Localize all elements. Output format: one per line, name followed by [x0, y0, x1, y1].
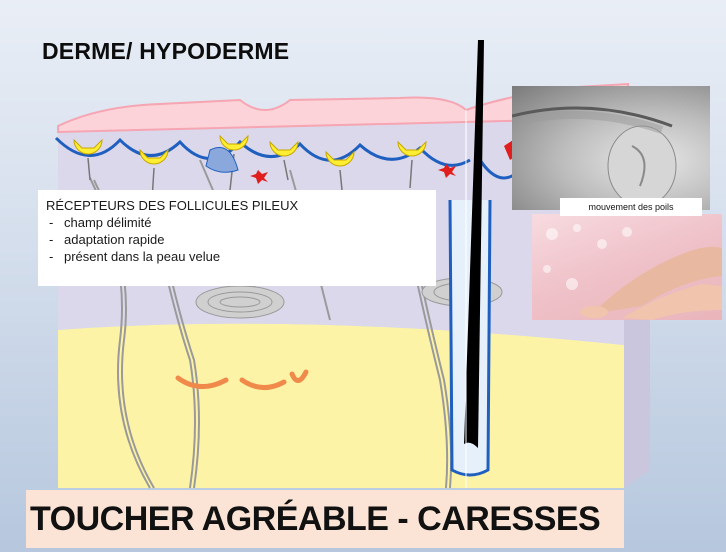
info-item: champ délimité: [46, 214, 428, 231]
info-list: champ délimité adaptation rapide présent…: [46, 214, 428, 265]
photo-legs-caress: [532, 214, 722, 320]
info-heading: RÉCEPTEURS DES FOLLICULES PILEUX: [46, 197, 428, 214]
info-item: présent dans la peau velue: [46, 248, 428, 265]
ear-illustration: [512, 86, 710, 210]
photo-caption: mouvement des poils: [560, 198, 702, 216]
slide-title: DERME/ HYPODERME: [42, 38, 289, 65]
hypodermis-layer: [58, 324, 624, 488]
bottom-title: TOUCHER AGRÉABLE - CARESSES: [30, 500, 600, 539]
info-item: adaptation rapide: [46, 231, 428, 248]
info-box: RÉCEPTEURS DES FOLLICULES PILEUX champ d…: [38, 190, 436, 286]
photo-feather-ear: [512, 86, 710, 210]
legs-illustration: [532, 214, 722, 320]
